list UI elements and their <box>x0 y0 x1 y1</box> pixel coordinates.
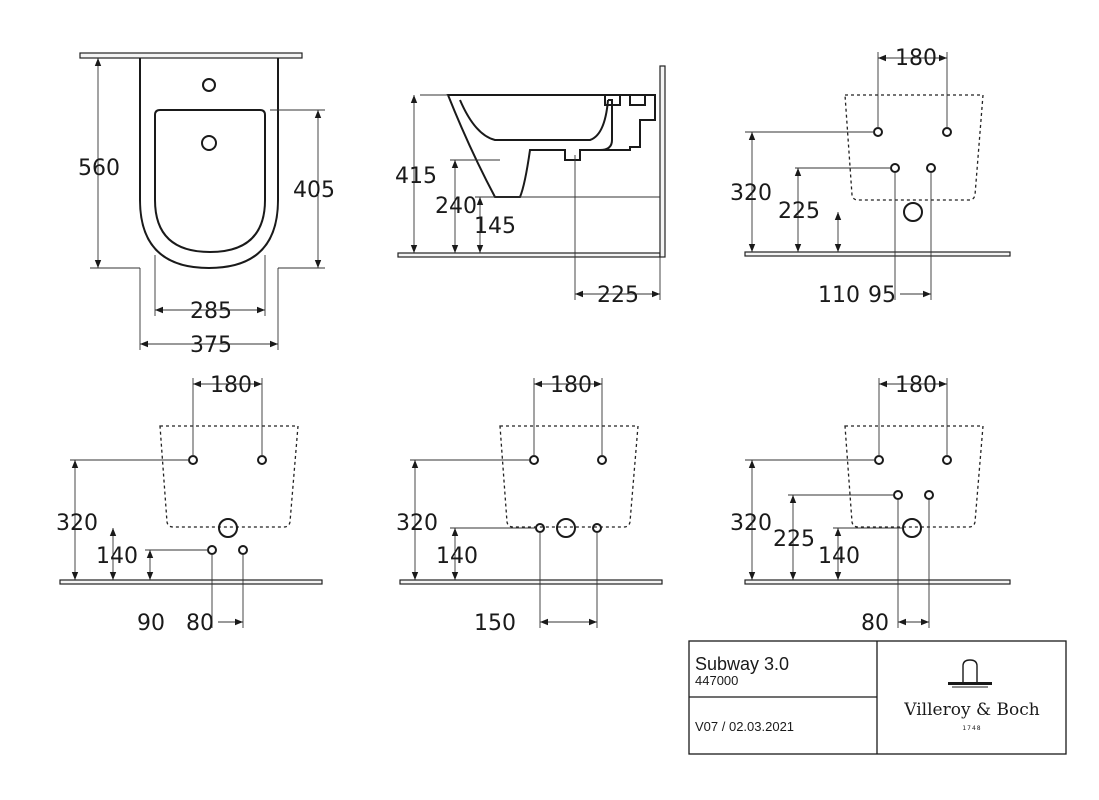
dim-80: 80 <box>861 611 889 636</box>
dim-225: 225 <box>778 199 820 224</box>
fixing-hole-icon <box>874 455 884 465</box>
dim-560: 560 <box>78 156 120 181</box>
dim-180: 180 <box>210 373 252 398</box>
wall-mount-line <box>79 52 303 59</box>
floor-line-side <box>397 252 661 258</box>
fixing-hole-icon <box>873 127 883 137</box>
dim-225: 225 <box>773 527 815 552</box>
outline-dashed-1 <box>844 94 984 201</box>
supply-hole-icon <box>893 490 903 500</box>
dim-145: 145 <box>474 214 516 239</box>
outline-dashed-3 <box>499 425 639 528</box>
supply-hole-icon <box>926 163 936 173</box>
fixing-hole-icon <box>597 455 607 465</box>
rear-view-bottom-left: 180 320 140 90 80 <box>56 373 323 636</box>
waste-outlet-icon <box>218 518 238 538</box>
dim-240: 240 <box>435 194 477 219</box>
title-block: Subway 3.0 447000 V07 / 02.03.2021 Ville… <box>688 640 1067 755</box>
supply-hole-icon <box>592 523 602 533</box>
side-view: 415 240 145 225 <box>395 65 666 308</box>
dim-320: 320 <box>730 181 772 206</box>
floor-line-rear-4 <box>744 579 1011 585</box>
waste-outlet-icon <box>903 202 923 222</box>
supply-hole-icon <box>890 163 900 173</box>
fixing-hole-icon <box>188 455 198 465</box>
dim-140: 140 <box>96 544 138 569</box>
dim-415: 415 <box>395 164 437 189</box>
dim-320: 320 <box>56 511 98 536</box>
dim-140: 140 <box>436 544 478 569</box>
fixing-hole-icon <box>257 455 267 465</box>
supply-hole-icon <box>924 490 934 500</box>
dim-90: 90 <box>137 611 165 636</box>
fixing-hole-icon <box>942 455 952 465</box>
drain-icon <box>201 135 217 151</box>
floor-line-rear-2 <box>59 579 323 585</box>
rear-view-bottom-right: 180 320 225 140 80 <box>730 373 1011 636</box>
dim-110: 110 <box>818 283 860 308</box>
brand-name: Villeroy & Boch <box>903 700 1040 720</box>
rear-view-bottom-middle: 180 320 140 150 <box>396 373 663 636</box>
supply-hole-icon <box>207 545 217 555</box>
dim-140: 140 <box>818 544 860 569</box>
waste-outlet-icon <box>902 518 922 538</box>
waste-outlet-icon <box>556 518 576 538</box>
brand-logo-icon <box>948 659 992 688</box>
dim-180: 180 <box>550 373 592 398</box>
outline-dashed-4 <box>844 425 984 528</box>
dim-95: 95 <box>868 283 896 308</box>
front-view: 560 405 285 375 <box>78 52 335 358</box>
dim-150: 150 <box>474 611 516 636</box>
dim-180: 180 <box>895 373 937 398</box>
dim-375: 375 <box>190 333 232 358</box>
bidet-outline-front <box>139 58 279 270</box>
dim-80: 80 <box>186 611 214 636</box>
rear-view-top-right: 180 320 225 110 95 <box>730 46 1011 308</box>
outline-dashed-2 <box>159 425 299 528</box>
brand-year: 1748 <box>962 725 981 732</box>
dim-405: 405 <box>293 178 335 203</box>
supply-hole-icon <box>238 545 248 555</box>
floor-line-rear-3 <box>399 579 663 585</box>
supply-hole-icon <box>535 523 545 533</box>
wall-line-side <box>659 65 666 258</box>
article-number: 447000 <box>695 673 738 688</box>
fixing-hole-icon <box>529 455 539 465</box>
dim-320: 320 <box>396 511 438 536</box>
fixing-hole-icon <box>942 127 952 137</box>
dim-180: 180 <box>895 46 937 71</box>
floor-line-rear-1 <box>744 251 1011 257</box>
bidet-profile-side <box>446 94 656 198</box>
dim-285: 285 <box>190 299 232 324</box>
tap-hole-icon <box>202 78 216 92</box>
dim-225: 225 <box>597 283 639 308</box>
dim-320: 320 <box>730 511 772 536</box>
product-name: Subway 3.0 <box>695 654 789 674</box>
bowl-outline <box>154 109 266 254</box>
version-date: V07 / 02.03.2021 <box>695 719 794 734</box>
